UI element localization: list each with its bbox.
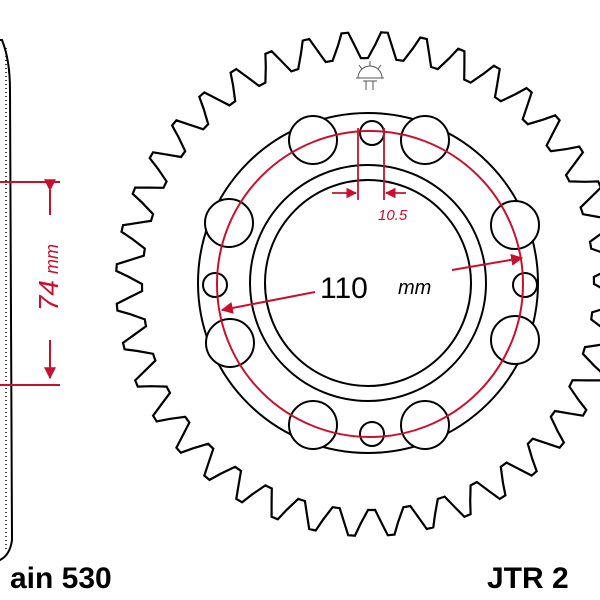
bolt-circle-dim-left	[220, 291, 316, 314]
bolt-holes	[202, 120, 538, 447]
jt-logo-icon	[356, 61, 384, 90]
lightening-holes	[204, 115, 540, 450]
bolt-hole	[512, 272, 538, 298]
hole	[490, 315, 540, 365]
bolt-hole	[359, 120, 385, 146]
hub-inner-ring	[249, 164, 487, 402]
bolt-circle	[216, 130, 524, 438]
bolt-circle-unit: mm	[398, 277, 431, 299]
chain-size-label: ain 530	[10, 562, 112, 595]
part-code-label: JTR 2	[487, 562, 569, 595]
side-view: 74 mm	[0, 39, 64, 561]
center-bore-value: 74	[33, 280, 64, 311]
hole	[490, 200, 540, 250]
sprocket-front-view: 110 mm 10.5	[115, 31, 600, 537]
hole	[288, 115, 338, 165]
bolt-hole-value: 10.5	[378, 207, 408, 224]
hub-outer-ring	[197, 112, 539, 454]
hole	[205, 318, 255, 368]
center-bore-unit: mm	[42, 244, 62, 274]
sprocket-teeth-outline	[115, 31, 600, 537]
bolt-circle-value: 110	[320, 272, 368, 305]
bolt-circle-dim-right	[451, 253, 524, 271]
hole	[400, 115, 450, 165]
bolt-hole	[359, 421, 385, 447]
hole	[400, 400, 450, 450]
center-bore	[264, 179, 472, 387]
bolt-hole	[202, 272, 228, 298]
